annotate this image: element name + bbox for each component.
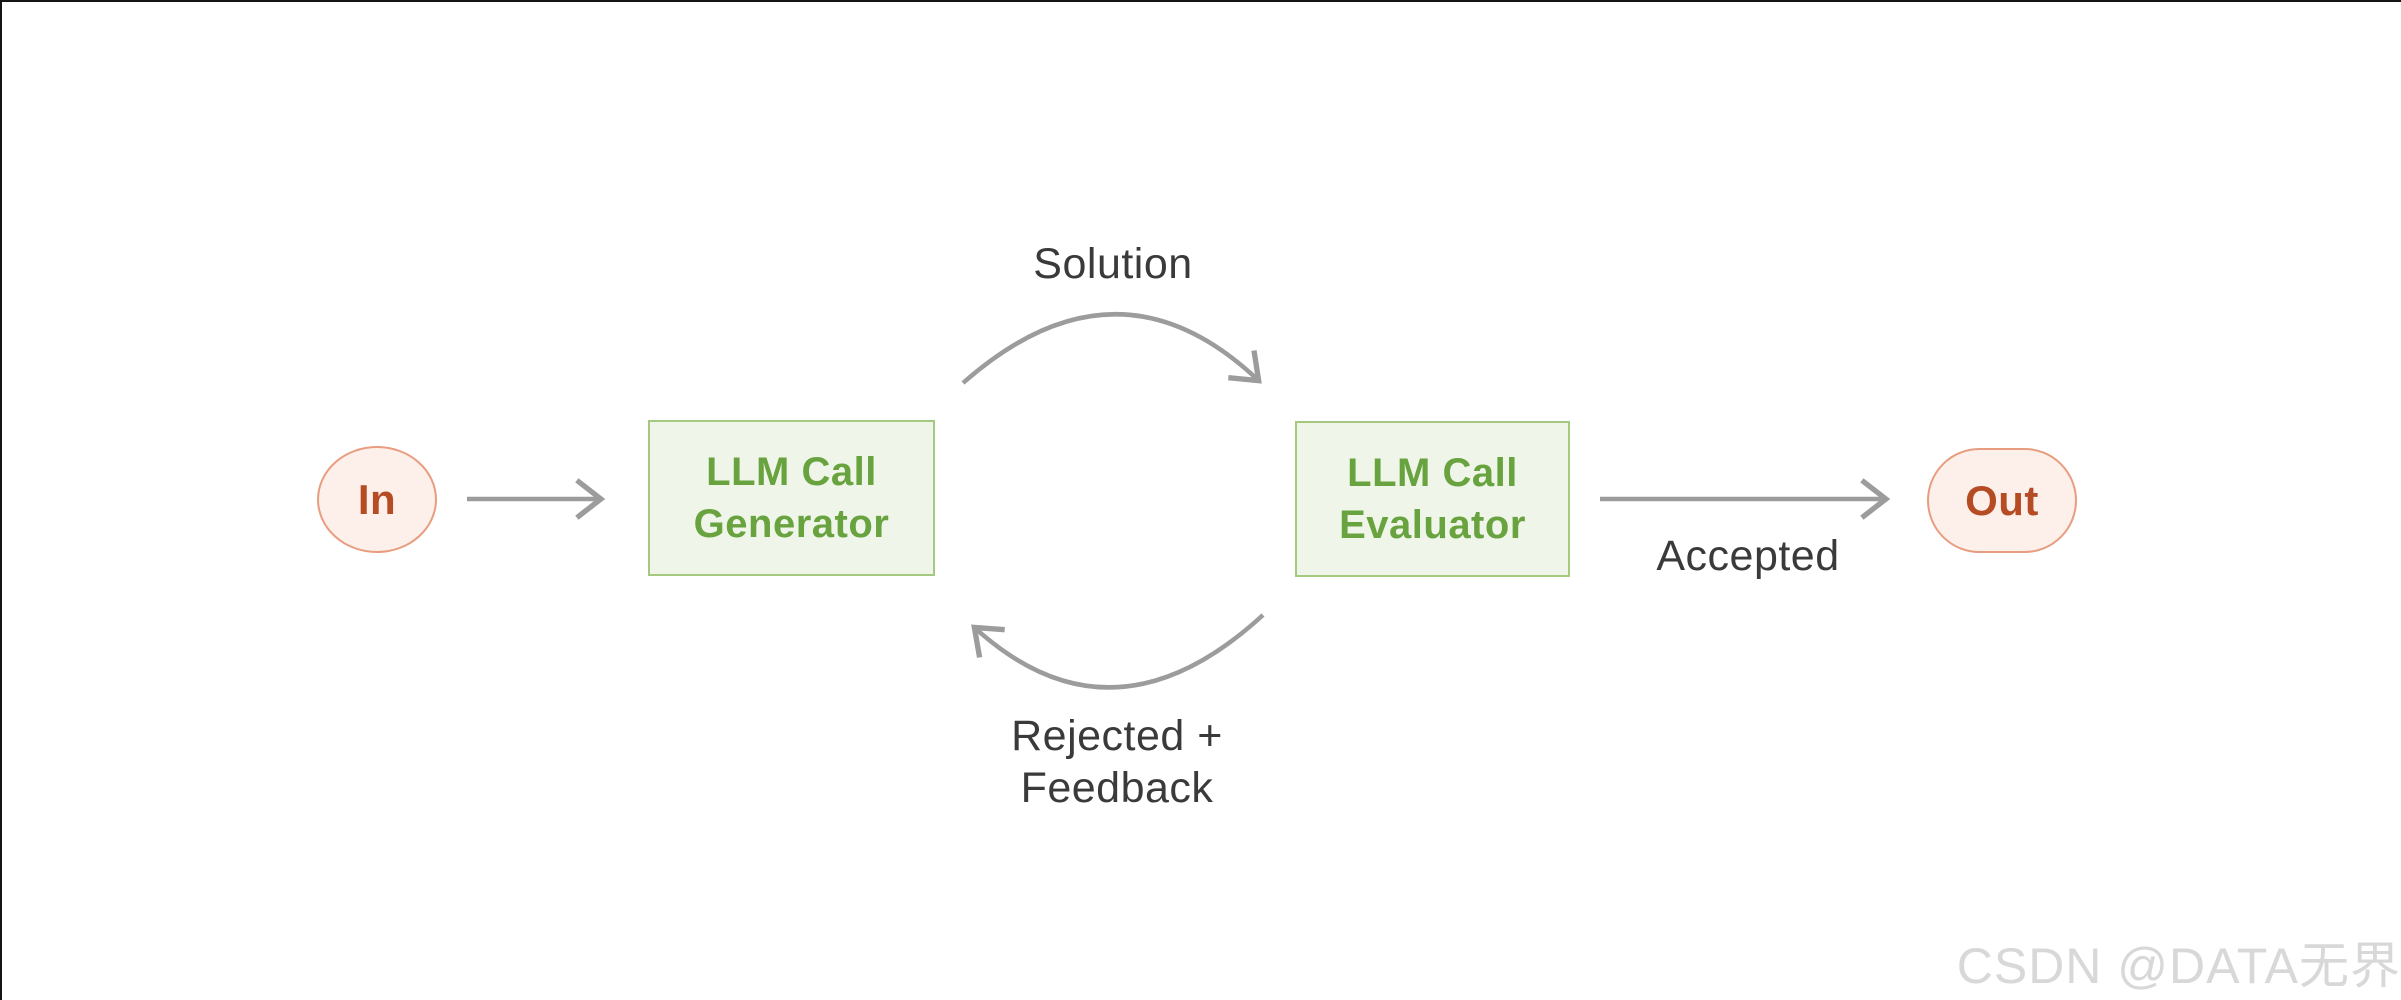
node-out: Out [1927,448,2077,553]
generator-label-line1: LLM Call [706,450,877,494]
node-out-label: Out [1965,476,2039,524]
edge-label-accepted: Accepted [1656,532,1840,580]
generator-label-line2: Generator [693,502,890,546]
edge-label-solution: Solution [1033,240,1193,288]
frame-left-line [0,0,2,1000]
frame-top-line [0,0,2401,2]
edge-label-rejected-feedback: Rejected + Feedback [915,710,1319,814]
rejected-label-line1: Rejected + [1011,712,1223,760]
csdn-watermark: CSDN @DATA无界 [1956,938,2401,994]
node-in: In [317,446,437,553]
evaluator-label-line1: LLM Call [1347,451,1518,495]
rejected-label-line2: Feedback [1020,764,1214,812]
node-in-label: In [357,475,397,523]
arrow-solution-arc [961,312,1262,385]
evaluator-label-line2: Evaluator [1339,503,1526,547]
node-llm-call-generator: LLM Call Generator [648,420,935,576]
node-llm-call-evaluator: LLM Call Evaluator [1295,421,1570,577]
arrow-rejected-arc [971,613,1265,690]
